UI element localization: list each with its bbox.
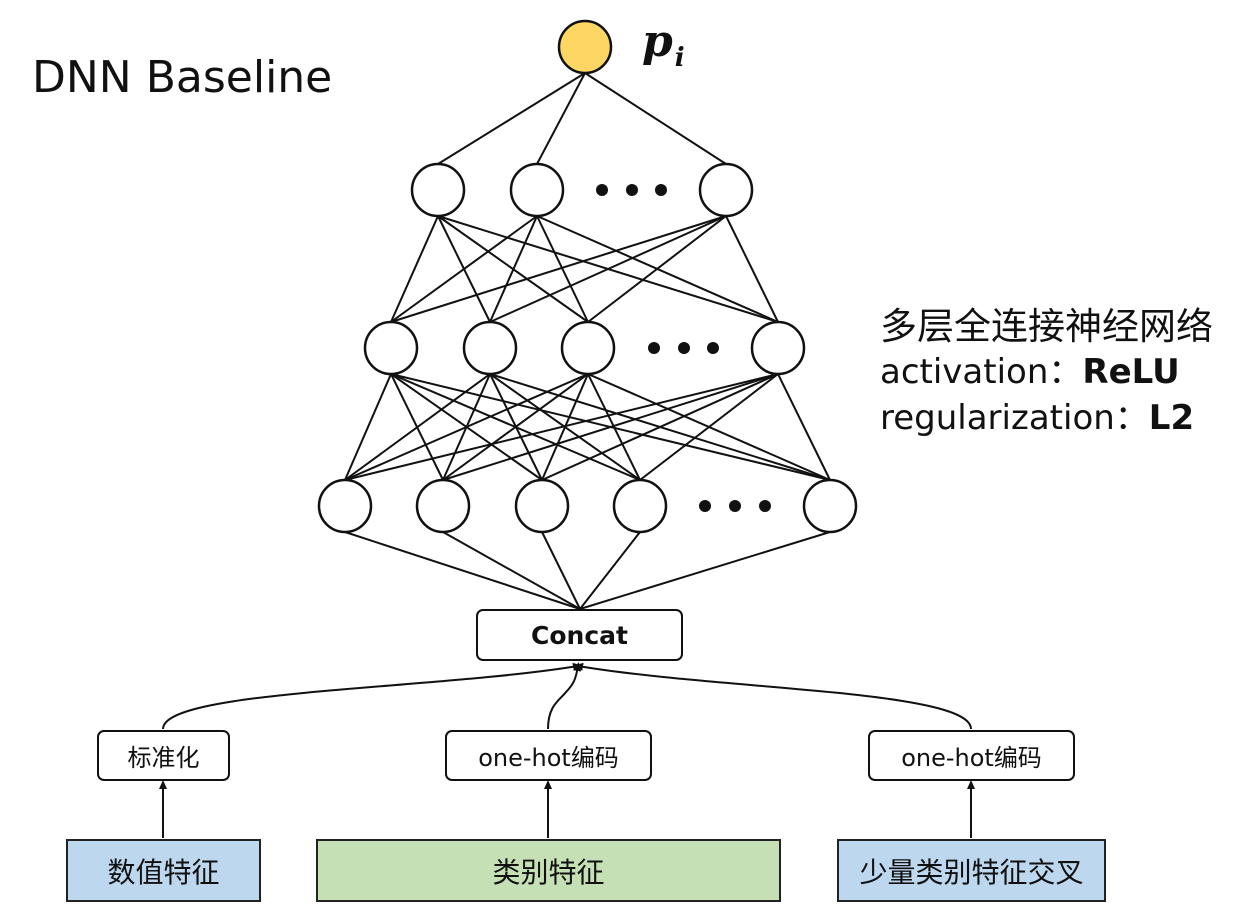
- feature-category-box: 类别特征: [316, 839, 781, 902]
- hidden-node-layer2: [560, 320, 616, 376]
- curve-normalize-to-concat: [162, 662, 582, 730]
- ellipsis-dot: [626, 184, 638, 196]
- output-label: pi: [642, 16, 685, 73]
- activation-value: ReLU: [1082, 352, 1180, 392]
- connection-line: [541, 531, 581, 610]
- ellipsis-dot: [596, 184, 608, 196]
- connection-line: [489, 215, 727, 323]
- regularization-line: regularization：L2: [880, 390, 1194, 439]
- connection-line: [344, 373, 589, 481]
- ellipsis-dot: [648, 342, 660, 354]
- curve-onehot-cross-to-concat: [574, 662, 972, 730]
- connection-line: [536, 72, 586, 165]
- feature-numeric-label: 数值特征: [107, 855, 220, 889]
- connection-line: [344, 373, 491, 481]
- connection-line: [437, 72, 586, 165]
- concat-label: Concat: [531, 620, 628, 650]
- encoder-normalize-box: 标准化: [97, 730, 230, 781]
- connection-line: [725, 215, 779, 323]
- feature-cross-box: 少量类别特征交叉: [837, 839, 1106, 902]
- connection-line: [344, 373, 392, 481]
- connection-line: [442, 373, 589, 481]
- feature-numeric-box: 数值特征: [66, 839, 261, 902]
- hidden-node-layer2: [750, 320, 806, 376]
- connection-line: [579, 531, 641, 610]
- hidden-node-layer2: [462, 320, 518, 376]
- hidden-node-layer2: [363, 320, 419, 376]
- encoder-normalize-label: 标准化: [127, 744, 200, 772]
- connection-line: [442, 373, 779, 481]
- connection-line: [390, 215, 538, 323]
- regularization-label: regularization：: [880, 398, 1149, 438]
- connection-line: [390, 215, 439, 323]
- regularization-value: L2: [1148, 398, 1195, 438]
- feature-arrows: [159, 780, 975, 838]
- connection-line: [584, 72, 727, 165]
- connection-lines: [344, 72, 831, 610]
- hidden-node-layer3: [410, 162, 466, 218]
- hidden-node-layer1: [802, 478, 858, 534]
- neuron-nodes: [317, 19, 858, 534]
- feature-category-label: 类别特征: [492, 855, 605, 889]
- connection-line: [777, 373, 831, 481]
- ellipsis-dots: [596, 184, 771, 512]
- ellipsis-dot: [729, 500, 741, 512]
- output-symbol: p: [642, 16, 673, 67]
- hidden-node-layer3: [509, 162, 565, 218]
- connection-line: [587, 373, 641, 481]
- output-subscript: i: [674, 43, 685, 73]
- encoder-onehot-box: one-hot编码: [445, 730, 652, 781]
- connection-line: [344, 531, 581, 610]
- hidden-node-layer1: [317, 478, 373, 534]
- connection-line: [390, 215, 727, 323]
- encoder-onehot-cross-box: one-hot编码: [868, 730, 1075, 781]
- connection-line: [536, 215, 589, 323]
- diagram-title: DNN Baseline: [32, 52, 333, 103]
- hidden-node-layer1: [612, 478, 668, 534]
- ellipsis-dot: [678, 342, 690, 354]
- feature-cross-label: 少量类别特征交叉: [859, 855, 1084, 889]
- connection-line: [541, 373, 779, 481]
- connection-line: [639, 373, 779, 481]
- concat-box: Concat: [476, 609, 683, 661]
- activation-label: activation：: [880, 352, 1083, 392]
- hidden-node-layer1: [514, 478, 570, 534]
- input-curves: [162, 662, 972, 730]
- connection-line: [344, 373, 779, 481]
- ellipsis-dot: [759, 500, 771, 512]
- encoder-onehot-label: one-hot编码: [478, 744, 619, 772]
- connection-line: [587, 215, 727, 323]
- connection-line: [442, 531, 581, 610]
- encoder-onehot-cross-label: one-hot编码: [901, 744, 1042, 772]
- output-node: [557, 19, 613, 75]
- hidden-node-layer3: [698, 162, 754, 218]
- ellipsis-dot: [699, 500, 711, 512]
- hidden-node-layer1: [415, 478, 471, 534]
- connection-line: [579, 531, 831, 610]
- ellipsis-dot: [655, 184, 667, 196]
- ellipsis-dot: [707, 342, 719, 354]
- network-description: 多层全连接神经网络: [880, 305, 1213, 348]
- curve-onehot-to-concat: [547, 662, 582, 730]
- connection-line: [489, 215, 538, 323]
- activation-line: activation：ReLU: [880, 344, 1180, 393]
